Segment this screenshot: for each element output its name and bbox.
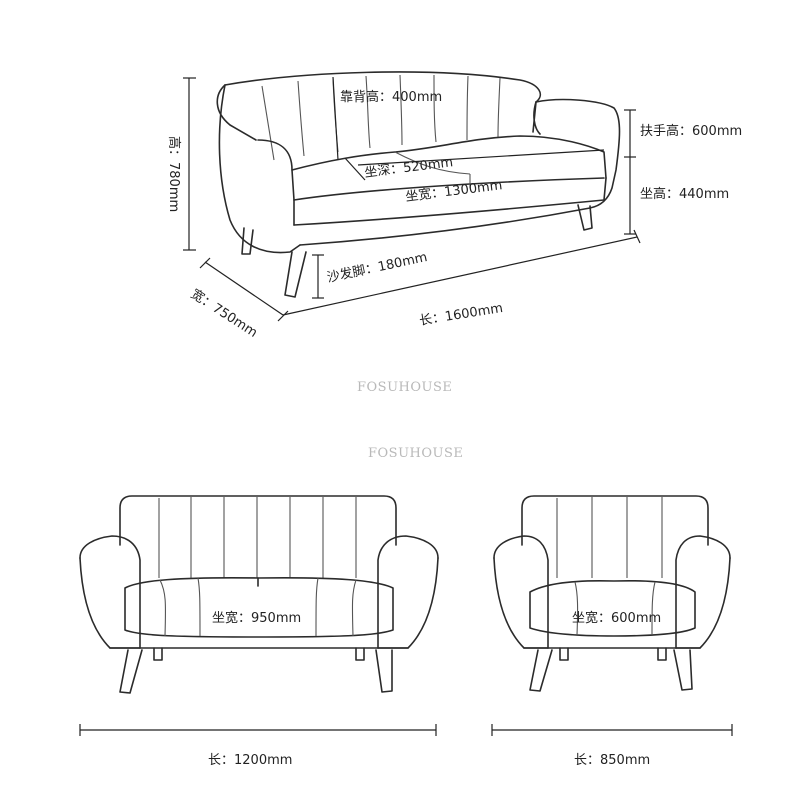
seat-height-label: 坐高：440mm <box>640 186 729 202</box>
armrest-height-label: 扶手高：600mm <box>640 123 742 139</box>
three-seat-sofa-drawing <box>216 71 621 298</box>
length-label: 长：1600mm <box>418 301 504 329</box>
three-seat-dimension-lines <box>183 76 641 322</box>
seat-width-label: 坐宽：1300mm <box>405 177 504 205</box>
two-seat-sofa-drawing <box>79 495 439 694</box>
two-seat-width-label: 坐宽：950mm <box>212 610 301 626</box>
single-seat-length-label: 长：850mm <box>574 753 650 768</box>
two-seat-length-label: 长：1200mm <box>208 753 292 768</box>
single-seat-length-dimension <box>491 724 733 736</box>
leg-height-label: 沙发脚：180mm <box>326 249 429 286</box>
watermark-top: FOSUHOUSE <box>357 380 452 395</box>
watermark-middle: FOSUHOUSE <box>368 446 463 461</box>
single-seat-sofa-drawing <box>493 495 731 692</box>
back-height-label: 靠背高：400mm <box>340 89 442 105</box>
total-height-label: 高：780mm <box>166 136 182 212</box>
depth-label: 宽：750mm <box>188 286 261 341</box>
single-seat-width-label: 坐宽：600mm <box>572 610 661 626</box>
two-seat-length-dimension <box>79 724 437 736</box>
